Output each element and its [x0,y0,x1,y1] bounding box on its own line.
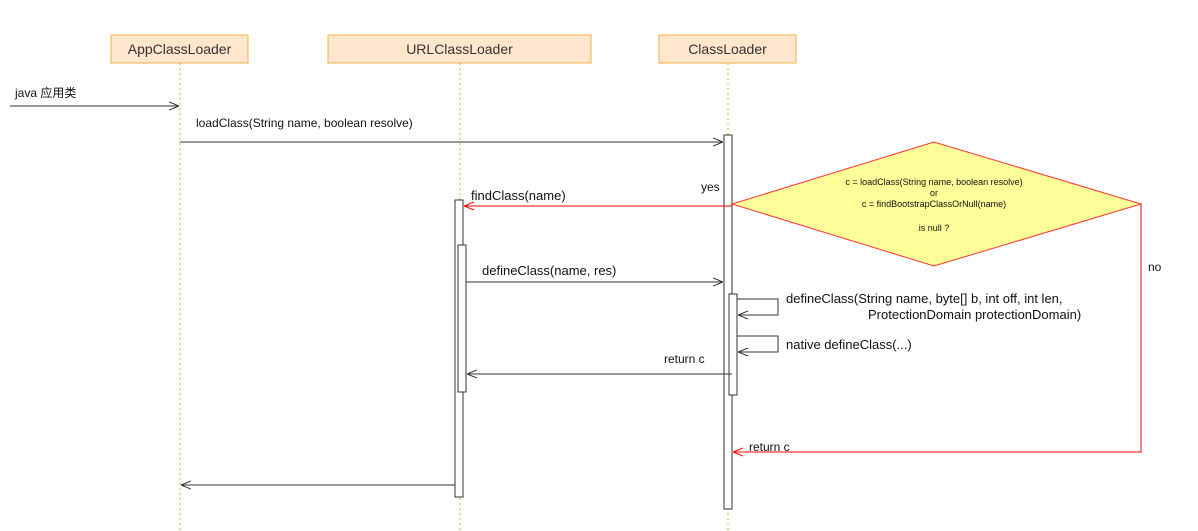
arrow-self-native-define [737,335,779,352]
participant-label: ClassLoader [688,41,767,57]
participant-url-class-loader: URLClassLoader [327,34,592,64]
label-native-define: native defineClass(...) [786,337,912,352]
decision-line-2: or [930,188,938,198]
arrow-no-branch [733,204,1142,452]
participant-class-loader: ClassLoader [658,34,797,64]
label-find-class: findClass(name) [471,188,566,203]
label-return-c-2: return c [749,440,790,454]
label-java-app: java 应用类 [14,85,76,100]
arrow-self-define-class [737,298,779,315]
label-define-class-call: defineClass(name, res) [482,263,616,278]
label-define-class-full-1: defineClass(String name, byte[] b, int o… [786,291,1063,306]
decision-line-4: is null ? [919,223,950,233]
label-define-class-full-2: ProtectionDomain protectionDomain) [868,307,1081,322]
decision-line-1: c = loadClass(String name, boolean resol… [845,177,1022,187]
activation-class-loader-inner [728,293,738,396]
decision-diamond: c = loadClass(String name, boolean resol… [730,141,1143,267]
label-return-c-1: return c [664,352,705,366]
label-load-class: loadClass(String name, boolean resolve) [196,116,413,130]
participant-label: AppClassLoader [128,41,232,57]
label-no: no [1148,260,1162,274]
participant-label: URLClassLoader [406,41,513,57]
participant-app-class-loader: AppClassLoader [110,34,249,64]
label-yes: yes [701,180,720,194]
activation-url-inner [457,244,467,393]
decision-line-3: c = findBootstrapClassOrNull(name) [862,199,1006,209]
